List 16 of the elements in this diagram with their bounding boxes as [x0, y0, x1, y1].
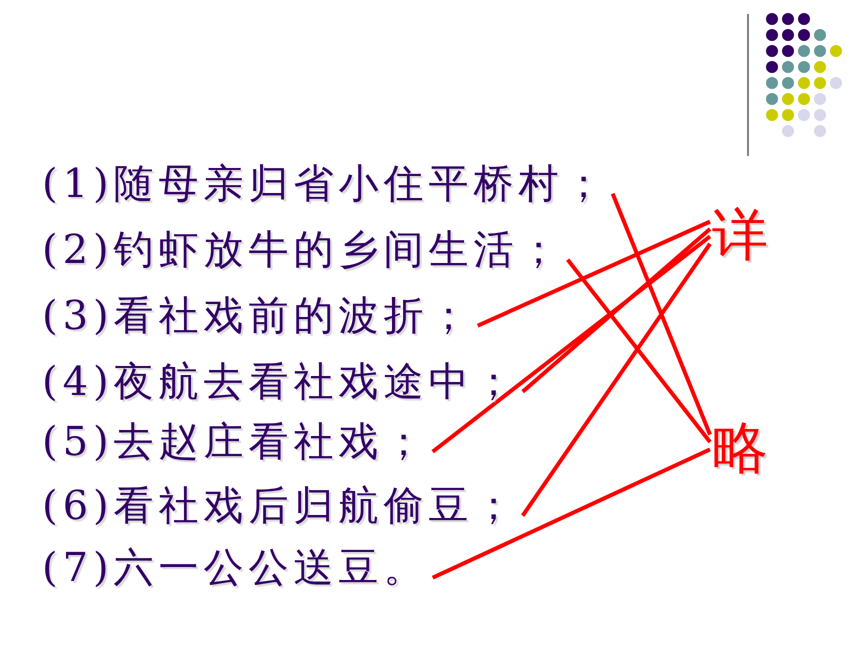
connector-line: [432, 448, 711, 580]
category-label: 略: [712, 416, 768, 481]
plot-event-text: (2)钓虾放牛的乡间生活；: [42, 227, 564, 273]
plot-event-text: (4)夜航去看社戏途中；: [42, 359, 519, 405]
plot-event-text: (3)看社戏前的波折；: [42, 293, 474, 339]
connector-line: [566, 258, 712, 444]
connector-line: [610, 192, 712, 436]
connector-line: [521, 228, 712, 394]
plot-event-text: (6)看社戏后归航偷豆；: [42, 483, 519, 529]
connector-line: [521, 242, 712, 517]
connector-line: [476, 220, 711, 328]
category-label: 详: [712, 203, 768, 268]
plot-event-text: (7)六一公公送豆。: [42, 545, 429, 591]
plot-event-text: (1)随母亲归省小住平桥村；: [42, 161, 609, 207]
connector-line: [431, 234, 712, 454]
plot-event-text: (5)去赵庄看社戏；: [42, 419, 429, 465]
